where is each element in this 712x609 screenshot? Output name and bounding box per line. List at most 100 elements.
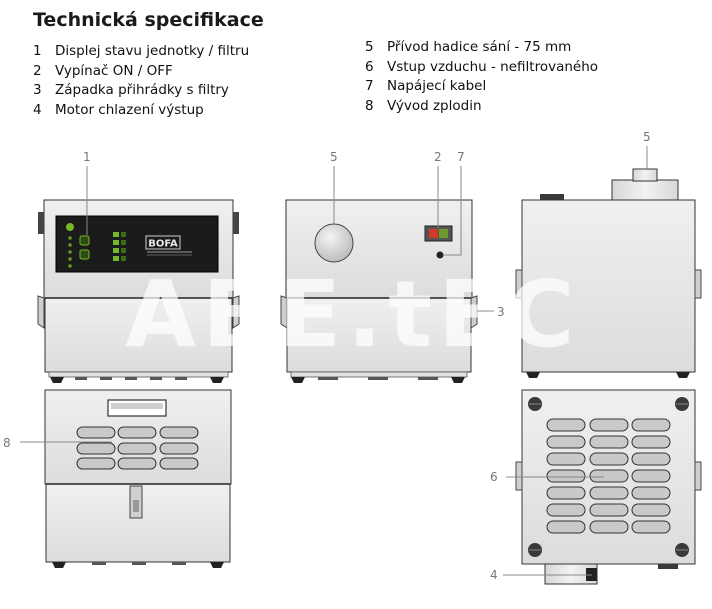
corner-screws — [528, 397, 689, 557]
top-knob — [540, 194, 564, 200]
legend-left: 1 Displej stavu jednotky / filtru 2 Vypína… — [33, 42, 249, 120]
right-side-latch-left — [515, 269, 523, 299]
brand-logo: BOFA — [145, 235, 192, 256]
panel-icon — [121, 232, 126, 237]
base-tab — [125, 377, 137, 380]
status-led — [66, 223, 74, 231]
grille-slot — [76, 442, 116, 455]
base-tab — [175, 377, 187, 380]
callout-label-6: 6 — [490, 470, 498, 484]
grille-slot — [589, 469, 629, 483]
callout-label-1: 1 — [83, 150, 91, 164]
panel-button — [79, 249, 90, 260]
rear-handle-grip — [111, 403, 163, 409]
panel-icon — [113, 248, 119, 253]
grille-slot — [76, 426, 116, 439]
grille-slot — [589, 452, 629, 466]
callout-label-4: 4 — [490, 568, 498, 582]
grille-slot — [117, 457, 157, 470]
callouts: 1 5 2 7 5 3 8 6 4 — [3, 130, 651, 582]
grille-slot — [631, 418, 671, 432]
front-side-handle-left — [38, 212, 44, 234]
legend-text: Motor chlazení výstup — [55, 101, 204, 118]
grille-slot — [76, 457, 116, 470]
base-tab — [418, 377, 438, 380]
panel-icon-column — [113, 232, 126, 261]
grille-slot — [159, 426, 199, 439]
grille-slot — [589, 435, 629, 449]
suction-hose-port — [314, 223, 354, 263]
base-tab — [172, 562, 186, 565]
callout-label-5-side: 5 — [330, 150, 338, 164]
callout-line-7 — [444, 166, 462, 256]
grille-slot — [631, 520, 671, 534]
grille-slot — [159, 457, 199, 470]
callout-label-7: 7 — [457, 150, 465, 164]
inlet-grille — [546, 418, 671, 534]
legend-number: 2 — [33, 62, 42, 79]
rear-latch-slot — [133, 500, 139, 512]
legend-number: 5 — [365, 39, 374, 55]
base-tab — [150, 377, 162, 380]
grille-slot — [546, 435, 586, 449]
callout-label-8: 8 — [3, 436, 11, 450]
inlet-foot — [658, 564, 678, 569]
legend-number: 7 — [365, 78, 374, 94]
panel-icon — [113, 232, 119, 237]
panel-icon — [113, 256, 119, 261]
top-inlet-collar — [611, 179, 679, 202]
grille-slot — [631, 452, 671, 466]
legend-number: 6 — [365, 58, 374, 75]
legend-number: 1 — [33, 43, 42, 59]
power-cable-inlet — [436, 251, 444, 259]
callout-label-5-top: 5 — [643, 130, 651, 144]
exhaust-grille — [76, 426, 199, 470]
legend-number: 8 — [365, 97, 374, 114]
grille-slot — [631, 503, 671, 517]
legend-text: Napájecí kabel — [387, 78, 487, 94]
side-latch-left — [280, 295, 288, 329]
foot — [50, 377, 64, 383]
grille-slot — [117, 442, 157, 455]
grille-slot — [546, 520, 586, 534]
grille-slot — [546, 503, 586, 517]
grille-slot — [546, 486, 586, 500]
front-latch-left — [37, 295, 45, 329]
side-view — [280, 199, 478, 383]
front-latch-right — [232, 295, 240, 329]
right-body — [521, 199, 696, 373]
foot — [210, 562, 224, 568]
grille-slot — [546, 418, 586, 432]
foot — [210, 377, 224, 383]
base-tab — [92, 562, 106, 565]
front-lower-body — [44, 297, 233, 373]
panel-icon — [113, 240, 119, 245]
grille-slot — [589, 503, 629, 517]
front-side-handle-right — [233, 212, 239, 234]
inlet-side-latch-left — [515, 461, 523, 491]
grille-slot — [589, 418, 629, 432]
legend-text: Přívod hadice sání - 75 mm — [387, 39, 572, 55]
legend-text: Vývod zplodin — [387, 97, 482, 114]
legend-text: Displej stavu jednotky / filtru — [55, 43, 250, 59]
power-switch-red — [429, 229, 438, 238]
panel-icon — [121, 248, 126, 253]
grille-slot — [159, 442, 199, 455]
base-tab — [75, 377, 87, 380]
brand-logo-text: BOFA — [148, 239, 178, 250]
foot — [526, 372, 540, 378]
top-inlet-spout — [632, 168, 658, 182]
legend-text: Vypínač ON / OFF — [55, 62, 173, 79]
status-led — [68, 250, 72, 254]
legend-item: 8 Vývod zplodin — [365, 97, 598, 117]
side-latch-right — [470, 295, 478, 329]
inlet-view — [515, 389, 702, 585]
status-led-column — [66, 223, 74, 268]
front-view: BOFA — [37, 199, 240, 383]
